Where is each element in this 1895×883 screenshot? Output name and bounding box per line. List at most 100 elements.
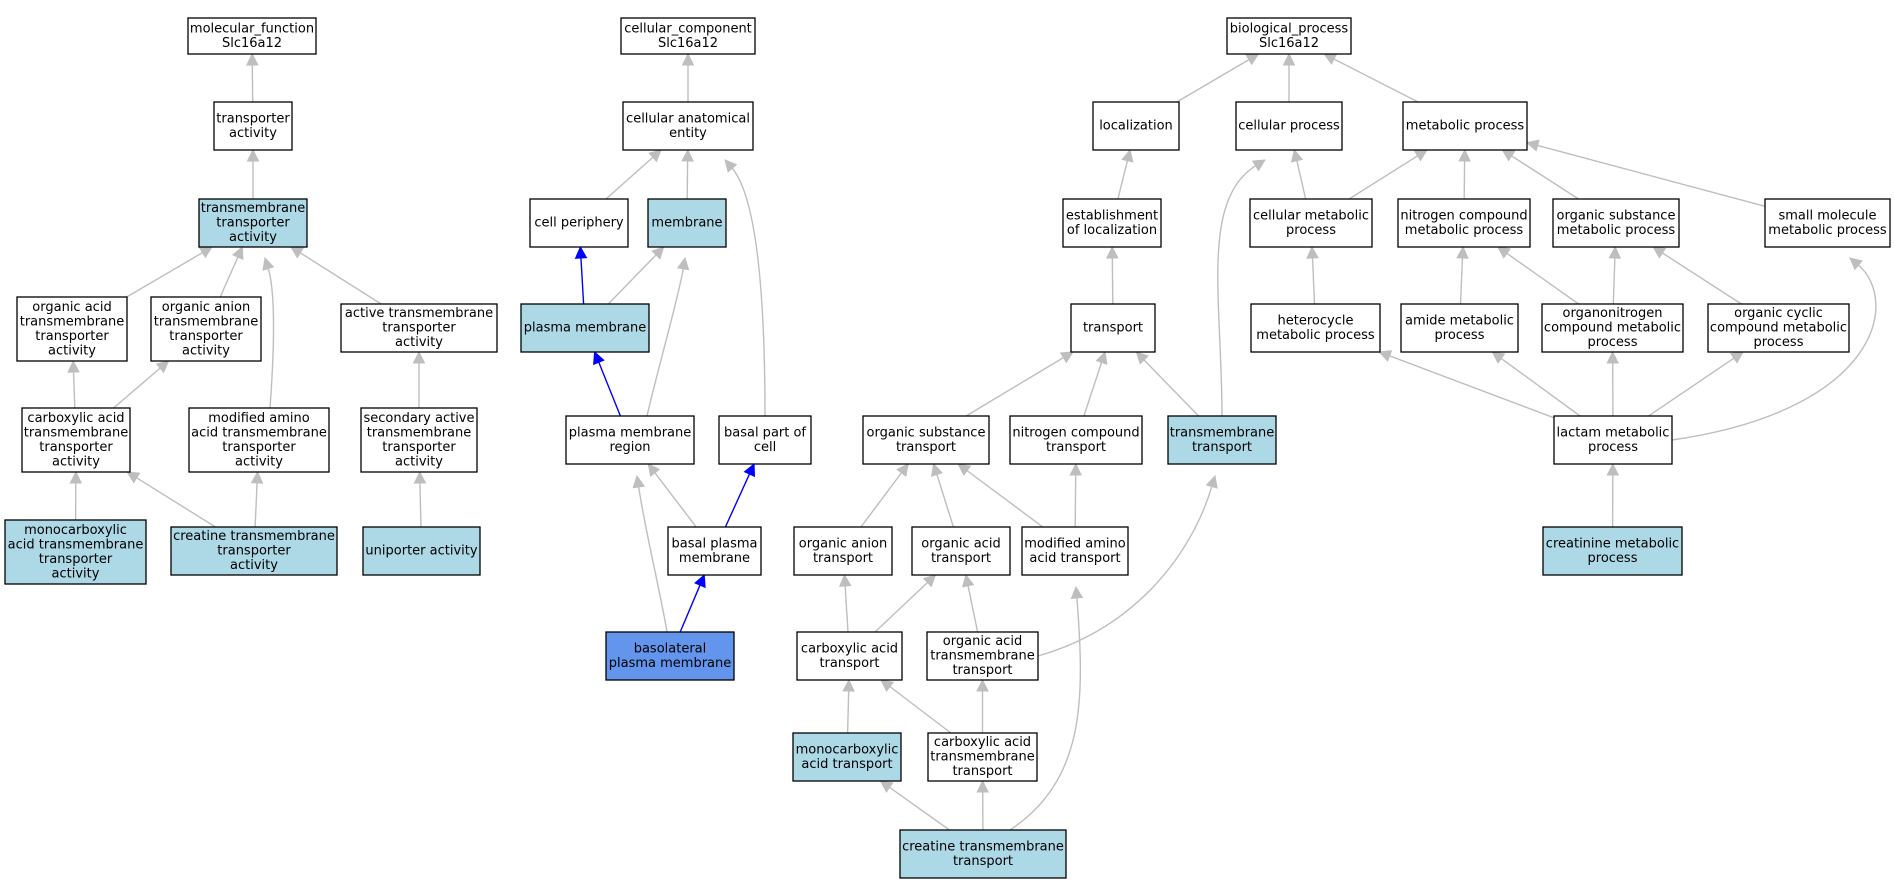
node-label-line: transporter bbox=[216, 216, 290, 231]
node-box bbox=[1249, 198, 1373, 248]
node-label-line: compound metabolic bbox=[1544, 321, 1681, 336]
go-term-node-sata[interactable]: secondary activetransmembranetransporter… bbox=[360, 407, 478, 473]
edge-crtt-to-mcat bbox=[879, 780, 950, 831]
edge-bpm-to-bpc bbox=[724, 462, 756, 528]
edge-arrowhead bbox=[842, 678, 855, 692]
edge-osmp-to-metp bbox=[1501, 149, 1579, 200]
node-box bbox=[1707, 303, 1850, 353]
edge-pmr-to-pm bbox=[593, 350, 622, 417]
node-label-line: basal part of bbox=[724, 425, 806, 440]
go-term-node-uni[interactable]: uniporter activity bbox=[362, 526, 481, 576]
edge-line bbox=[299, 251, 382, 305]
edge-mem-to-cae bbox=[681, 148, 694, 200]
node-box bbox=[4, 519, 147, 585]
node-label-line: transmembrane bbox=[367, 425, 472, 440]
node-label-line: compound metabolic bbox=[1710, 321, 1847, 336]
node-label-line: organic acid bbox=[921, 536, 1000, 551]
edge-arrowhead bbox=[231, 245, 244, 261]
go-term-node-oanta[interactable]: organic aniontransmembranetransporteract… bbox=[150, 296, 262, 362]
node-box bbox=[926, 631, 1039, 681]
edge-arrowhead bbox=[593, 350, 605, 366]
edge-line bbox=[419, 481, 422, 528]
node-label-line: process bbox=[1588, 335, 1638, 350]
go-term-node-mem[interactable]: membrane bbox=[647, 198, 727, 248]
go-term-node-cellp[interactable]: cellular process bbox=[1235, 101, 1343, 151]
edge-arrowhead bbox=[681, 148, 694, 162]
node-label-line: carboxylic acid bbox=[27, 411, 124, 426]
node-label-line: amide metabolic bbox=[1405, 313, 1514, 328]
node-label-line: organonitrogen bbox=[1563, 306, 1663, 321]
edge-metp-to-bp bbox=[1323, 53, 1419, 103]
go-term-node-cp[interactable]: cell periphery bbox=[529, 198, 629, 248]
edge-hmp-to-cmp bbox=[1306, 245, 1319, 305]
edge-line bbox=[731, 167, 766, 417]
edge-arrowhead bbox=[1135, 351, 1149, 365]
edge-arrowhead bbox=[632, 474, 645, 489]
edge-line bbox=[605, 156, 655, 200]
go-term-node-metp[interactable]: metabolic process bbox=[1402, 101, 1528, 151]
edge-arrowhead bbox=[1245, 53, 1260, 66]
go-term-node-loc[interactable]: localization bbox=[1092, 101, 1180, 151]
node-box bbox=[529, 198, 629, 248]
go-term-node-oatta[interactable]: organic acidtransmembranetransporteracti… bbox=[16, 296, 128, 362]
go-term-node-pm[interactable]: plasma membrane bbox=[520, 303, 650, 353]
node-label-line: transport bbox=[952, 663, 1012, 678]
edge-line bbox=[1500, 357, 1581, 417]
edge-line bbox=[72, 370, 76, 409]
edge-line bbox=[219, 255, 239, 298]
edge-arrowhead bbox=[1282, 52, 1296, 66]
node-box bbox=[1235, 101, 1343, 151]
go-term-node-crta[interactable]: creatine transmembranetransporteractivit… bbox=[170, 526, 338, 576]
edge-lmp-to-oncmp bbox=[1606, 350, 1620, 417]
node-label-line: organic substance bbox=[1557, 208, 1676, 223]
go-term-node-tr[interactable]: transport bbox=[1070, 303, 1156, 353]
edge-crta-to-catta bbox=[126, 471, 216, 528]
go-term-node-catta[interactable]: carboxylic acidtransmembranetransportera… bbox=[21, 407, 131, 473]
node-label-line: transmembrane bbox=[201, 201, 306, 216]
node-label-line: process bbox=[1588, 551, 1638, 566]
node-label-line: organic substance bbox=[867, 425, 986, 440]
node-label-line: transporter bbox=[39, 440, 113, 455]
edge-arrowhead bbox=[1121, 148, 1134, 163]
node-label-line: activity bbox=[182, 343, 230, 358]
edge-cae-to-cc bbox=[681, 52, 695, 102]
edge-line bbox=[1296, 159, 1307, 200]
node-box bbox=[1167, 415, 1277, 465]
node-label-line: activity bbox=[235, 454, 283, 469]
